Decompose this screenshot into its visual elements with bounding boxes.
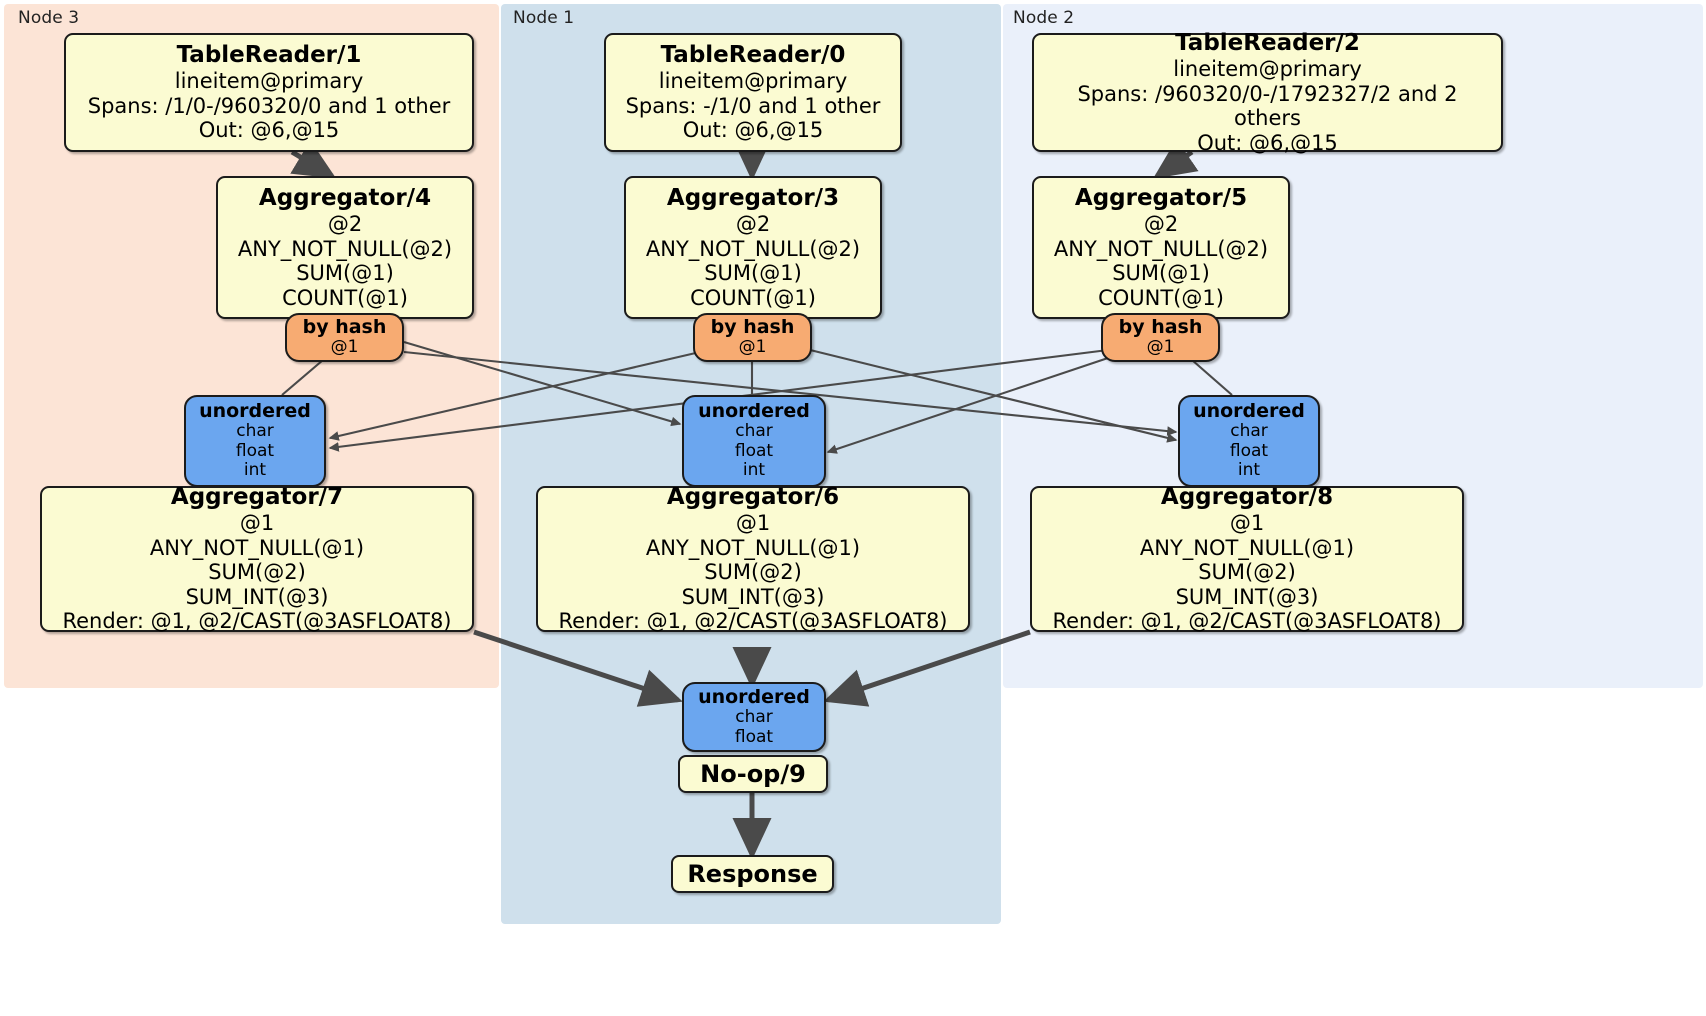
router-title: by hash <box>1118 316 1203 338</box>
router-title: by hash <box>302 316 387 338</box>
processor-line: SUM_INT(@3) <box>1175 584 1319 609</box>
processor-title: TableReader/2 <box>1175 29 1360 56</box>
processor-table-reader-2[interactable]: TableReader/2 lineitem@primary Spans: /9… <box>1032 29 1503 155</box>
processor-title: Aggregator/7 <box>170 484 344 511</box>
processor-line: SUM(@2) <box>1198 560 1296 585</box>
processor-line: SUM(@1) <box>1112 261 1210 286</box>
processor-line: SUM(@2) <box>704 560 802 585</box>
router-by-hash-mid[interactable]: by hash @1 <box>693 313 812 362</box>
processor-line: ANY_NOT_NULL(@1) <box>1139 535 1355 560</box>
processor-noop-9[interactable]: No-op/9 <box>678 755 828 793</box>
router-line: float <box>1229 440 1269 461</box>
router-line: char <box>1230 421 1268 442</box>
processor-line: SUM(@1) <box>704 261 802 286</box>
router-line: char <box>735 421 773 442</box>
router-unordered-left[interactable]: unordered char float int <box>184 395 326 487</box>
processor-line: SUM(@2) <box>208 560 306 585</box>
processor-line: Out: @6,@15 <box>1197 130 1338 155</box>
router-unordered-mid[interactable]: unordered char float int <box>682 395 826 487</box>
processor-line: ANY_NOT_NULL(@2) <box>1053 236 1269 261</box>
processor-title: Aggregator/6 <box>666 484 840 511</box>
processor-line: COUNT(@1) <box>282 285 408 310</box>
processor-title: Aggregator/8 <box>1160 484 1334 511</box>
processor-line: COUNT(@1) <box>1098 285 1224 310</box>
region-label-node-2: Node 2 <box>1013 8 1075 28</box>
processor-line: Spans: -/1/0 and 1 other <box>625 93 881 118</box>
router-unordered-final[interactable]: unordered char float <box>682 682 826 752</box>
router-line: char <box>236 421 274 442</box>
router-title: unordered <box>199 399 311 422</box>
router-line: float <box>734 440 774 461</box>
processor-line: Spans: /960320/0-/1792327/2 and 2 others <box>1077 81 1458 131</box>
processor-line: ANY_NOT_NULL(@2) <box>645 236 861 261</box>
router-line: float <box>734 726 774 747</box>
router-line: @1 <box>1146 337 1175 358</box>
region-label-node-3: Node 3 <box>18 8 80 28</box>
processor-table-reader-1[interactable]: TableReader/1 lineitem@primary Spans: /1… <box>64 33 474 152</box>
router-unordered-right[interactable]: unordered char float int <box>1178 395 1320 487</box>
router-line: int <box>1237 460 1261 481</box>
processor-line: @1 <box>1229 511 1265 536</box>
processor-title: Aggregator/3 <box>666 184 840 211</box>
router-title: unordered <box>1193 399 1305 422</box>
router-line: @1 <box>738 337 767 358</box>
router-by-hash-left[interactable]: by hash @1 <box>285 313 404 362</box>
processor-line: @1 <box>239 511 275 536</box>
processor-aggregator-5[interactable]: Aggregator/5 @2 ANY_NOT_NULL(@2) SUM(@1)… <box>1032 176 1290 319</box>
router-line: char <box>735 706 773 727</box>
router-by-hash-right[interactable]: by hash @1 <box>1101 313 1220 362</box>
processor-title: Aggregator/4 <box>258 184 432 211</box>
processor-line: Render: @1, @2/CAST(@3ASFLOAT8) <box>62 609 452 634</box>
processor-line: SUM(@1) <box>296 261 394 286</box>
processor-line: SUM_INT(@3) <box>185 584 329 609</box>
router-title: unordered <box>698 399 810 422</box>
processor-aggregator-4[interactable]: Aggregator/4 @2 ANY_NOT_NULL(@2) SUM(@1)… <box>216 176 474 319</box>
processor-aggregator-8[interactable]: Aggregator/8 @1 ANY_NOT_NULL(@1) SUM(@2)… <box>1030 484 1464 634</box>
processor-title: TableReader/1 <box>176 42 362 69</box>
processor-line: Spans: /1/0-/960320/0 and 1 other <box>87 93 451 118</box>
processor-line: ANY_NOT_NULL(@1) <box>645 535 861 560</box>
processor-title: Response <box>687 860 818 888</box>
router-title: unordered <box>698 685 810 708</box>
processor-line: COUNT(@1) <box>690 285 816 310</box>
router-line: @1 <box>330 337 359 358</box>
router-line: int <box>742 460 766 481</box>
processor-line: lineitem@primary <box>1173 56 1362 81</box>
processor-line: ANY_NOT_NULL(@2) <box>237 236 453 261</box>
processor-line: Out: @6,@15 <box>682 118 824 143</box>
processor-line: @2 <box>735 211 771 236</box>
processor-line: @1 <box>735 511 771 536</box>
processor-line: ANY_NOT_NULL(@1) <box>149 535 365 560</box>
processor-aggregator-3[interactable]: Aggregator/3 @2 ANY_NOT_NULL(@2) SUM(@1)… <box>624 176 882 319</box>
processor-line: SUM_INT(@3) <box>681 584 825 609</box>
processor-aggregator-6[interactable]: Aggregator/6 @1 ANY_NOT_NULL(@1) SUM(@2)… <box>536 484 970 634</box>
processor-table-reader-0[interactable]: TableReader/0 lineitem@primary Spans: -/… <box>604 33 902 152</box>
processor-line: Out: @6,@15 <box>198 118 340 143</box>
processor-line: Render: @1, @2/CAST(@3ASFLOAT8) <box>1052 609 1442 634</box>
processor-title: No-op/9 <box>700 760 806 788</box>
processor-response[interactable]: Response <box>671 855 834 893</box>
processor-title: Aggregator/5 <box>1074 184 1248 211</box>
processor-line: @2 <box>1143 211 1179 236</box>
region-label-node-1: Node 1 <box>513 8 575 28</box>
router-title: by hash <box>710 316 795 338</box>
router-line: float <box>235 440 275 461</box>
processor-line: Render: @1, @2/CAST(@3ASFLOAT8) <box>558 609 948 634</box>
processor-title: TableReader/0 <box>660 42 846 69</box>
processor-line: lineitem@primary <box>174 69 364 94</box>
processor-line: lineitem@primary <box>658 69 848 94</box>
processor-line: @2 <box>327 211 363 236</box>
router-line: int <box>243 460 267 481</box>
processor-aggregator-7[interactable]: Aggregator/7 @1 ANY_NOT_NULL(@1) SUM(@2)… <box>40 484 474 634</box>
